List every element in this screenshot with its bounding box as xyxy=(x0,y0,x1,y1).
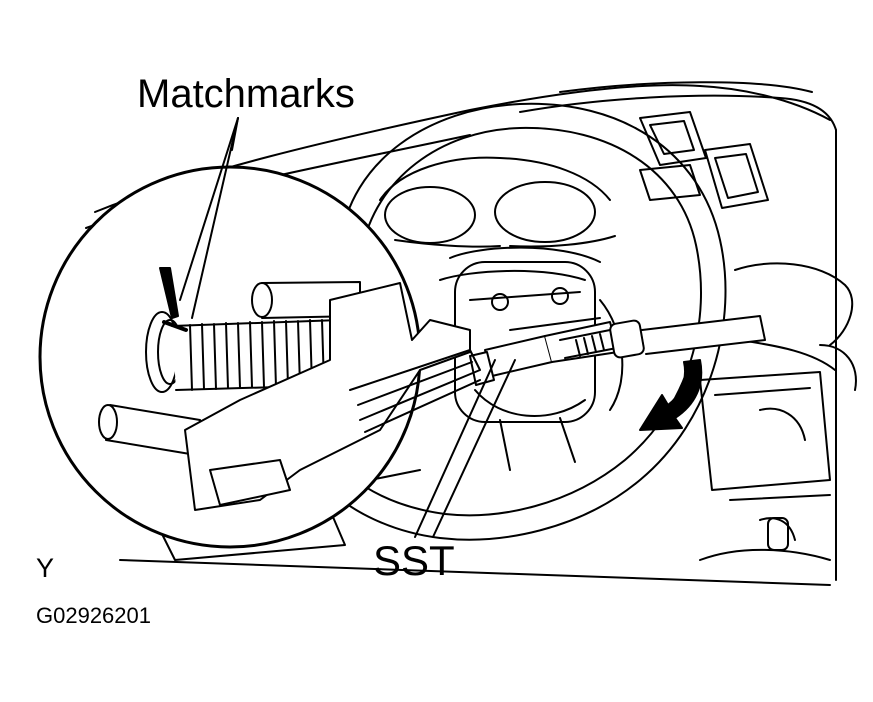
magnified-inset xyxy=(38,165,471,549)
rotation-arrow-icon xyxy=(639,359,703,431)
steering-wheel xyxy=(329,102,727,541)
matchmarks-label: Matchmarks xyxy=(137,72,355,116)
leader-lines xyxy=(179,117,516,538)
sst-label: SST xyxy=(373,537,455,584)
view-marker-label: Y xyxy=(36,553,55,583)
wrench-handle xyxy=(349,349,481,433)
sst-tool xyxy=(469,315,766,386)
figure-code-label: G02926201 xyxy=(36,603,151,628)
instrument-cluster xyxy=(379,156,616,248)
